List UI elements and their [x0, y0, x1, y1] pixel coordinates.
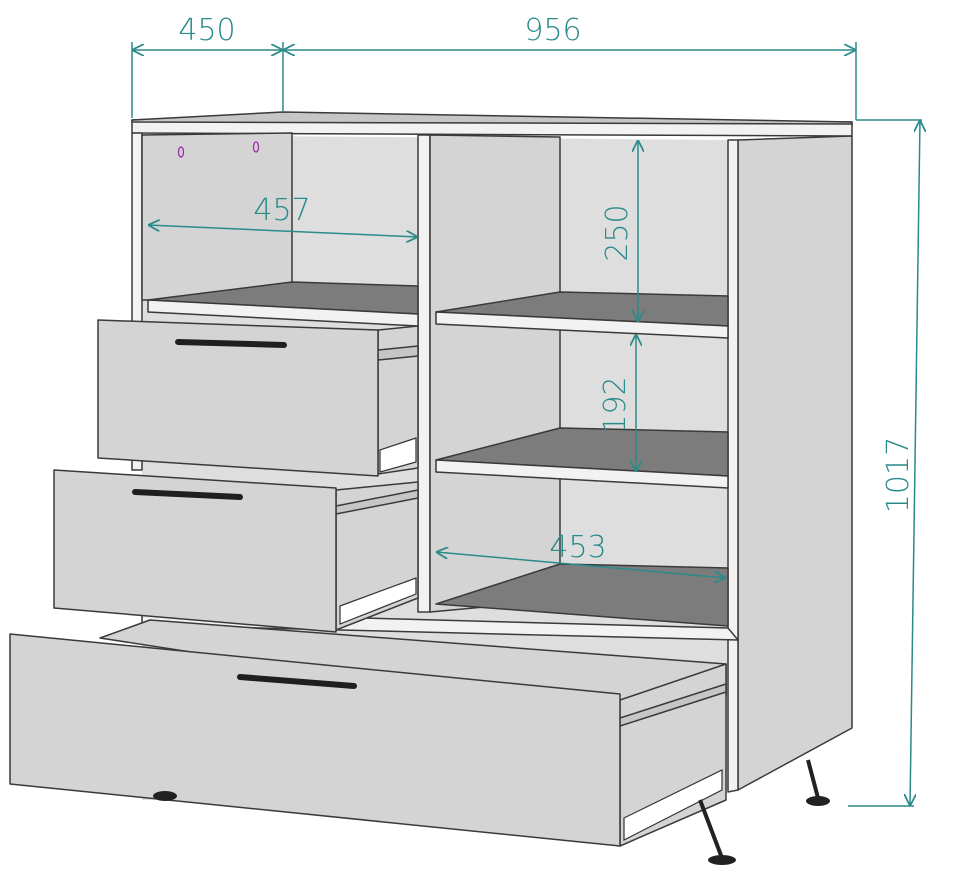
foot-front-right [708, 855, 736, 865]
divider-side [429, 134, 561, 613]
foot-front-left [153, 791, 177, 801]
right-side-edge [727, 139, 739, 793]
leg-back-right [806, 759, 820, 799]
pin-1 [177, 146, 185, 158]
drawer-top-front [97, 319, 379, 477]
middle-divider [417, 134, 431, 613]
drawer-middle-handle [132, 489, 243, 500]
dim-depth-label: 450 [178, 13, 235, 48]
drawer-middle-front [53, 469, 337, 633]
top-surface [131, 111, 853, 125]
dim-width-label: 956 [524, 13, 581, 48]
drawer-top-rail [379, 437, 417, 473]
dim-inner-right-line [436, 552, 726, 578]
dim-inner-left-label: 457 [253, 193, 310, 228]
drawer-bottom-handle [237, 674, 357, 689]
dim-gap-middle-label: 192 [598, 376, 633, 433]
shelf-right-1-edge [435, 311, 729, 339]
pin-2 [252, 141, 260, 153]
dim-inner-right-label: 453 [549, 530, 606, 565]
drawer-top [97, 319, 419, 477]
drawer-top-handle [175, 339, 287, 348]
dim-height-label: 1017 [881, 437, 916, 513]
legs [153, 759, 830, 865]
leg-front-right [698, 799, 724, 859]
dim-gap-top-label: 250 [600, 204, 635, 261]
foot-back-right [806, 796, 830, 806]
dim-inner-left-line [148, 225, 418, 237]
drawer-bottom-rail [623, 769, 723, 841]
dim-height-line [910, 120, 920, 806]
right-side-panel [737, 135, 853, 791]
dimension-lines: 450 956 1017 457 453 250 192 [131, 13, 922, 807]
drawer-middle-rail [339, 577, 417, 625]
drawer-middle [53, 469, 419, 633]
